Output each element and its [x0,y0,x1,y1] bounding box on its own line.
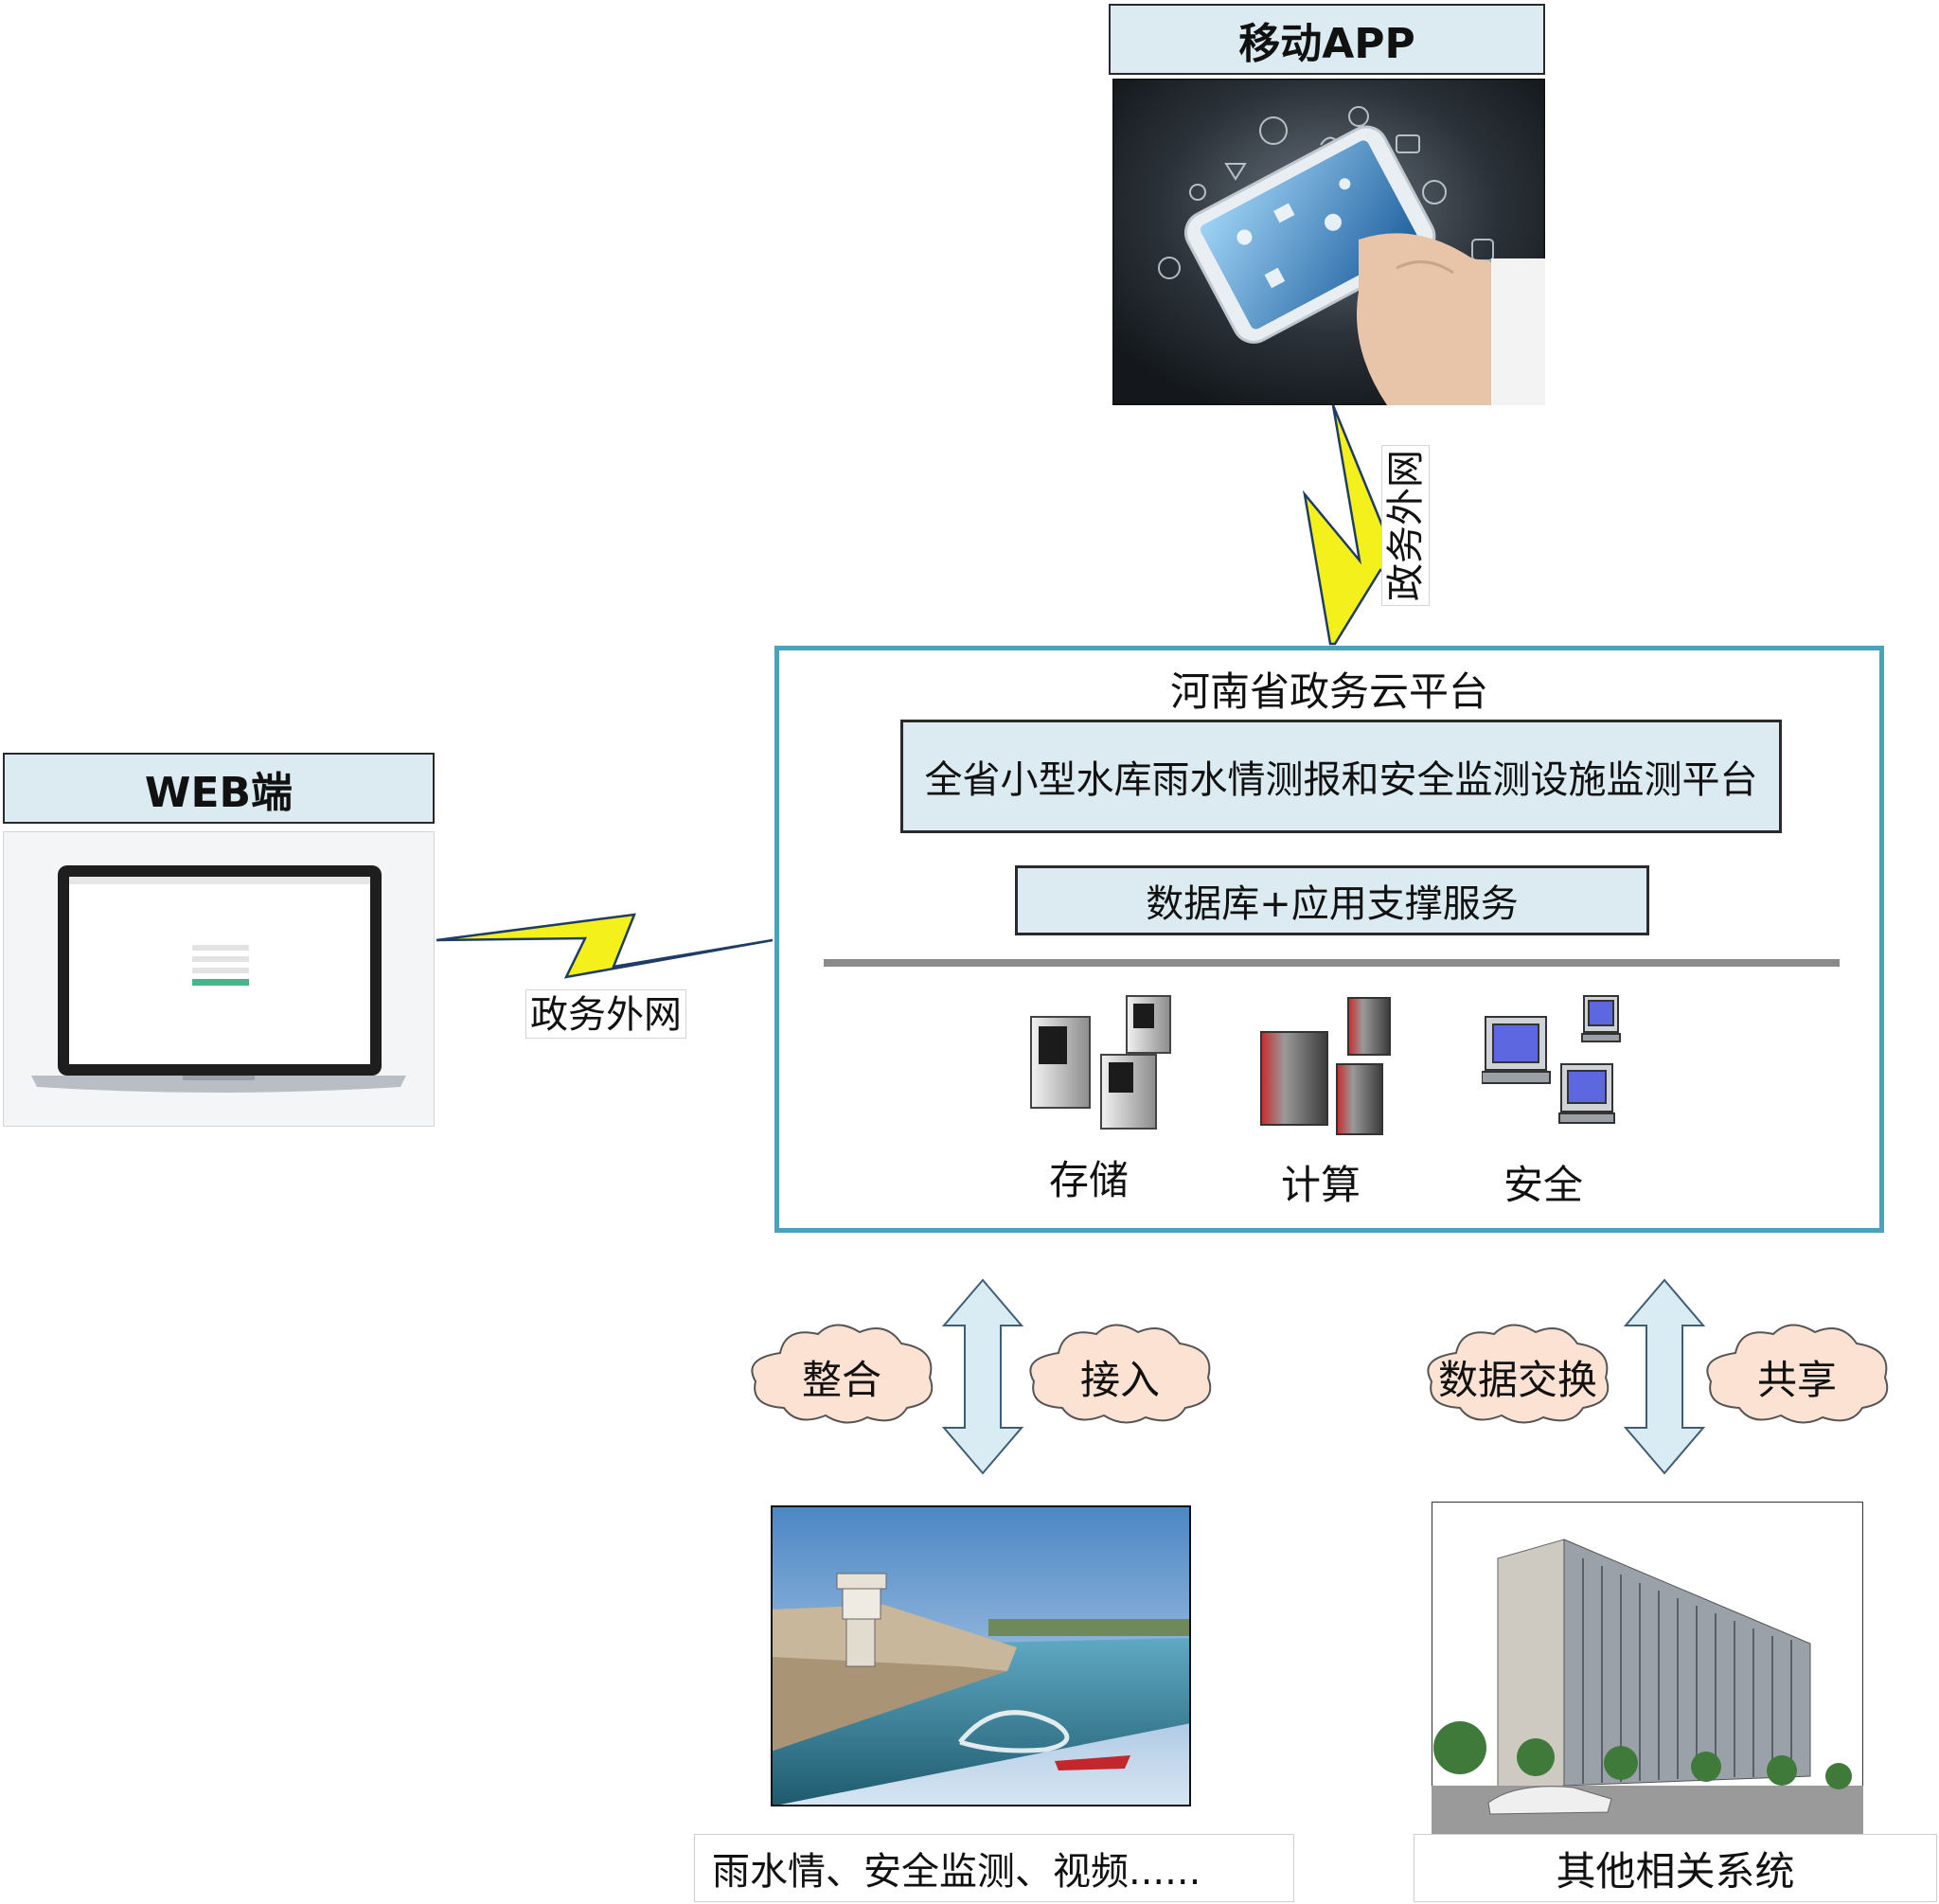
vertical-link-label: 政务外网 [1384,450,1428,601]
support-service-box: 数据库+应用支撑服务 [1015,865,1649,935]
mobile-app-image [1112,79,1545,405]
horizontal-link-label: 政务外网 [525,989,686,1039]
access-label: 接入 [1079,1357,1160,1403]
left-bidirectional-arrow [942,1278,1023,1475]
storage-server-icon [1030,995,1171,1130]
cloud-platform-title: 河南省政务云平台 [1169,668,1488,715]
other-systems-label: 其他相关系统 [1414,1834,1937,1902]
integrate-cloud [751,1324,934,1424]
share-cloud [1706,1324,1889,1424]
other-systems-photo [1432,1502,1863,1835]
horizontal-lightning-bolt [436,913,774,979]
compute-server-icon [1260,997,1391,1135]
monitoring-platform-box: 全省小型水库雨水情测报和安全监测设施监测平台 [900,720,1782,833]
access-cloud [1029,1324,1212,1424]
right-bidirectional-arrow [1624,1278,1705,1475]
compute-label: 计算 [1280,1162,1361,1208]
data-exchange-cloud [1427,1324,1610,1424]
security-workstation-icon [1482,995,1621,1124]
web-client-title: WEB端 [3,753,435,824]
web-client-image [3,831,435,1127]
data-exchange-label: 数据交换 [1437,1357,1597,1403]
vertical-link-label-box [1381,445,1430,606]
reservoir-photo [771,1505,1191,1806]
storage-label: 存储 [1048,1157,1129,1203]
security-label: 安全 [1503,1162,1583,1208]
share-label: 共享 [1756,1357,1837,1403]
integrate-label: 整合 [801,1357,881,1403]
mobile-app-title: 移动APP [1109,4,1545,75]
reservoir-label: 雨水情、安全监测、视频...... [694,1834,1294,1902]
platform-divider [824,959,1840,967]
